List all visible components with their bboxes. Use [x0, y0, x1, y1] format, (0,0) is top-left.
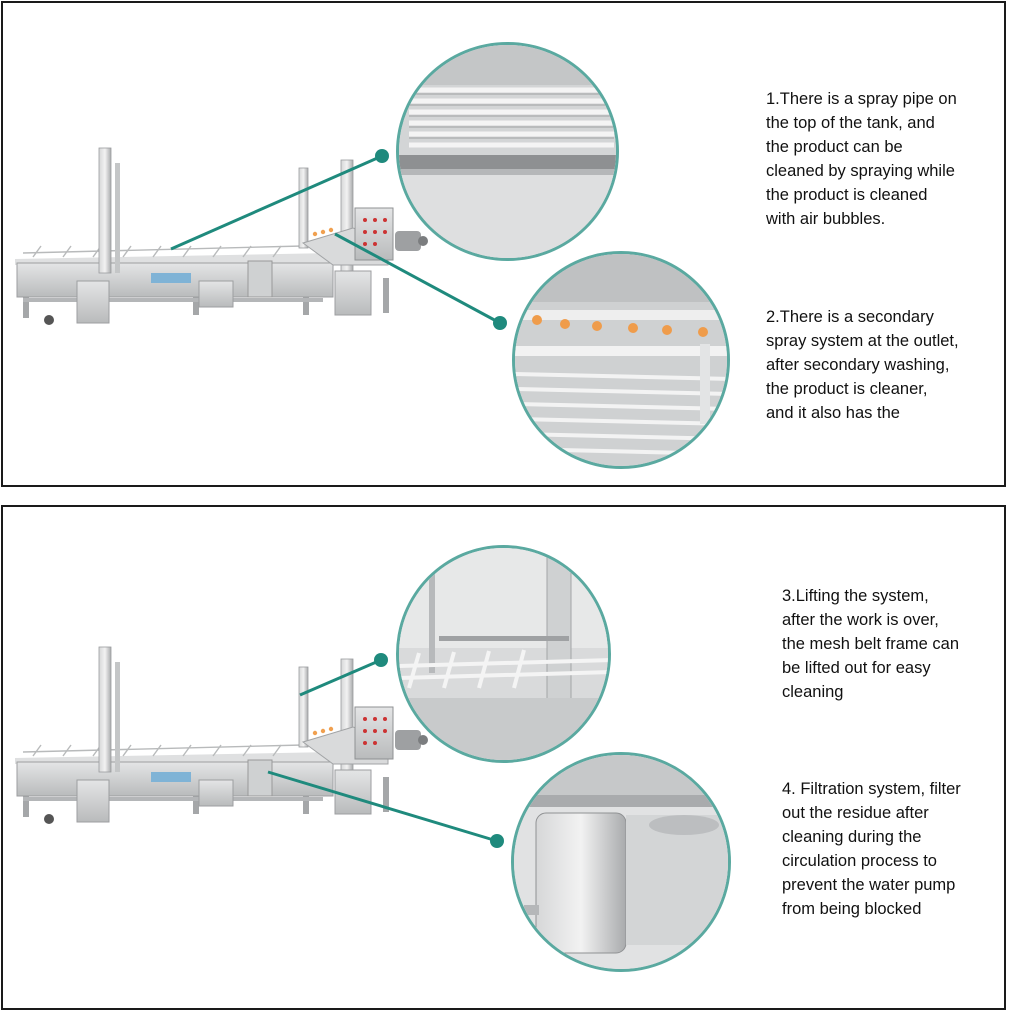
spray-pipe-closeup-icon	[396, 42, 619, 261]
callout-dot-2	[493, 316, 507, 330]
panel-spray-features: 1.There is a spray pipe on the top of th…	[1, 1, 1006, 487]
callout-text-4: 4. Filtration system, filter out the res…	[782, 780, 961, 918]
lifting-frame-closeup-icon	[396, 545, 611, 763]
washing-machine-illustration	[14, 646, 429, 825]
callout-text-2: 2.There is a secondary spray system at t…	[766, 308, 959, 422]
callout-text-1: 1.There is a spray pipe on the top of th…	[766, 90, 957, 228]
panel-lifting-filtration: 3.Lifting the system, after the work is …	[1, 505, 1006, 1010]
filter-closeup-icon	[511, 752, 731, 972]
callout-dot-4	[490, 834, 504, 848]
washing-machine-illustration	[14, 147, 429, 326]
secondary-spray-closeup-icon	[512, 251, 730, 469]
callout-text-3: 3.Lifting the system, after the work is …	[782, 587, 960, 701]
